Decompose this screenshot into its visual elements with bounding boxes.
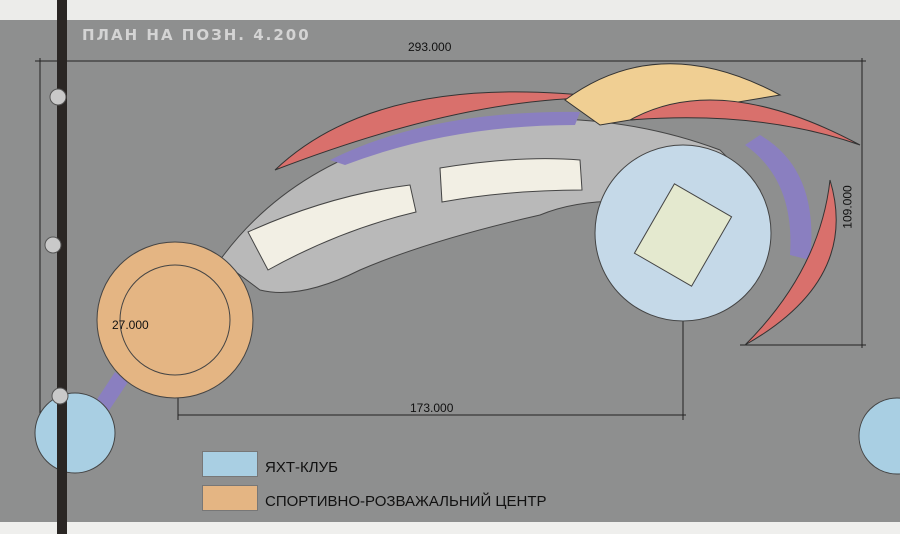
legend-label-sports-centre: СПОРТИВНО-РОЗВАЖАЛЬНИЙ ЦЕНТР [265, 493, 547, 510]
building-white-1 [247, 184, 417, 271]
dimension-overall-width: 109.000 [840, 185, 855, 229]
dimension-circle-radius: 27.000 [112, 318, 149, 332]
red-crescent-right [744, 179, 837, 346]
central-building [633, 183, 733, 287]
dimension-overall-length: 293.000 [408, 40, 452, 54]
display-pole [57, 0, 67, 534]
pole-bolt [44, 236, 62, 254]
yellow-half-disc [564, 63, 782, 126]
yacht-club-circle-right [858, 397, 900, 475]
board-bottom-edge [0, 522, 900, 534]
legend-swatch-sports-centre [202, 485, 258, 511]
legend-swatch-yacht-club [202, 451, 258, 477]
legend-label-yacht-club: ЯХТ-КЛУБ [265, 459, 338, 476]
yacht-club-circle-left [34, 392, 116, 474]
pole-bolt [49, 88, 67, 106]
purple-band-top [330, 111, 580, 165]
red-crescent-top-right [629, 99, 861, 146]
dimension-center-distance: 173.000 [410, 401, 454, 415]
building-white-2 [439, 158, 583, 203]
sports-centre-inner-circle [119, 264, 231, 376]
plan-title: ПЛАН НА ПОЗН. 4.200 [82, 26, 311, 44]
pole-bolt [51, 387, 69, 405]
purple-band-right [745, 135, 812, 260]
